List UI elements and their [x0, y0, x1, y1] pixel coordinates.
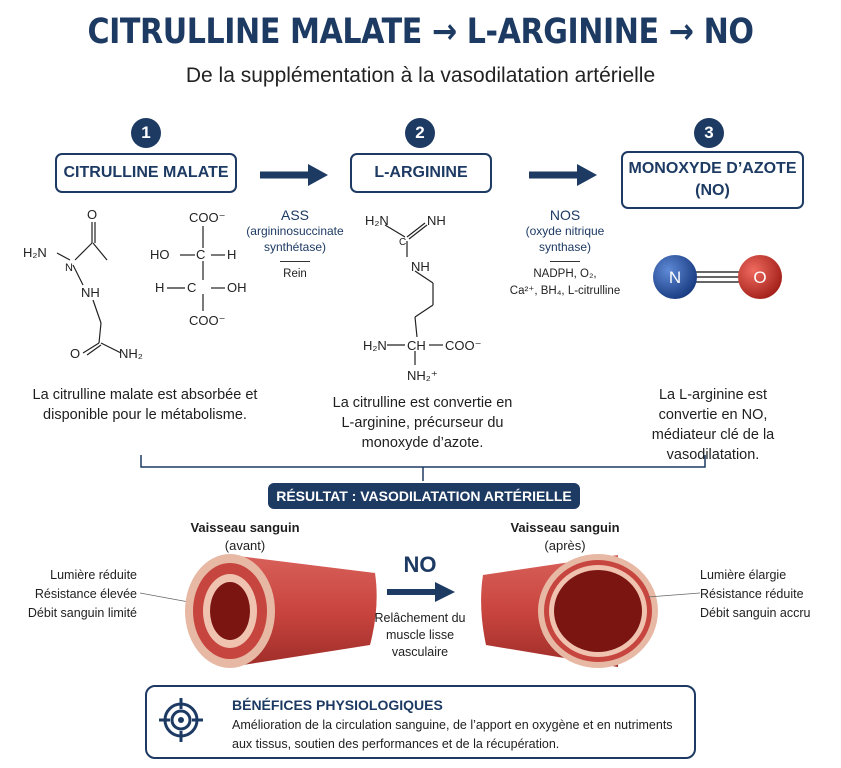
divider: [280, 261, 310, 262]
svg-text:NH₂⁺: NH₂⁺: [407, 368, 438, 383]
svg-text:CH: CH: [407, 338, 426, 353]
svg-text:O: O: [70, 346, 80, 361]
effect-item: Débit sanguin accru: [700, 606, 811, 620]
step-label-line1: MONOXYDE D’AZOTE: [628, 160, 797, 177]
arrow-right-icon: [529, 164, 597, 186]
effect-item: Débit sanguin limité: [27, 606, 137, 620]
svg-text:O: O: [87, 207, 97, 222]
vessel-before-icon: [140, 554, 377, 668]
enzyme-cofactors-line1: NADPH, O₂,: [533, 268, 597, 280]
svg-text:NH: NH: [411, 259, 430, 274]
enzyme-full-name-line2: synthase): [538, 240, 592, 254]
after-effects: Lumière élargie Résistance réduite Débit…: [700, 566, 835, 623]
step-number-1: 1: [131, 118, 161, 148]
mechanism-text: Relâchement du muscle lisse vasculaire: [355, 610, 485, 661]
svg-text:OH: OH: [227, 280, 247, 295]
svg-text:H: H: [155, 280, 164, 295]
vessel-before-label: Vaisseau sanguin (avant): [180, 519, 310, 555]
mechanism-line: muscle lisse: [385, 628, 455, 642]
svg-text:C: C: [187, 280, 196, 295]
vessel-title: Vaisseau sanguin: [510, 520, 620, 535]
step-description-2: La citrulline est convertie en L-arginin…: [332, 395, 513, 451]
enzyme-name: NOS: [549, 207, 581, 223]
enzyme-full-name-line1: (argininosuccinate: [246, 224, 344, 238]
target-icon: [159, 698, 203, 742]
malate-structure-icon: COO⁻ HO C H H C OH COO⁻: [150, 210, 247, 328]
vessel-state: (avant): [224, 538, 266, 553]
effect-item: Résistance réduite: [700, 587, 804, 601]
svg-text:H₂N: H₂N: [365, 213, 389, 228]
benefits-title: BÉNÉFICES PHYSIOLOGIQUES: [232, 697, 443, 713]
vessel-after-icon: [481, 554, 701, 668]
arrow-right-icon: [260, 164, 328, 186]
svg-text:C: C: [399, 237, 406, 248]
svg-text:H: H: [227, 247, 236, 262]
benefits-text: Amélioration de la circulation sanguine,…: [232, 718, 673, 751]
step-box-l-arginine: L-ARGININE: [350, 153, 492, 193]
enzyme-cofactors-line2: Ca²⁺, BH₄, L-citrulline: [509, 285, 621, 297]
svg-text:HO: HO: [150, 247, 170, 262]
step-number-3: 3: [694, 118, 724, 148]
page-subtitle: De la supplémentation à la vasodilatatio…: [185, 64, 656, 87]
enzyme-full-name-line2: synthétase): [263, 240, 327, 254]
citrulline-structure-icon: H₂N N O NH O NH₂: [23, 207, 143, 361]
step-label: L-ARGININE: [374, 164, 468, 181]
svg-text:NH₂: NH₂: [119, 346, 143, 361]
svg-text:H₂N: H₂N: [23, 245, 47, 260]
step-label: CITRULLINE MALATE: [63, 164, 229, 181]
page-title: CITRULLINE MALATE → L-ARGININE → NO: [87, 12, 754, 52]
svg-text:NH: NH: [81, 285, 100, 300]
step-label-line2: (NO): [695, 182, 730, 199]
svg-text:NH: NH: [427, 213, 446, 228]
svg-text:COO⁻: COO⁻: [189, 313, 225, 328]
svg-text:H₂N: H₂N: [363, 338, 387, 353]
svg-text:N: N: [65, 262, 73, 274]
result-bracket: [140, 455, 706, 481]
enzyme-full-name-line1: (oxyde nitrique: [525, 224, 605, 238]
svg-text:COO⁻: COO⁻: [445, 338, 481, 353]
step-box-nitric-oxide: MONOXYDE D’AZOTE (NO): [621, 151, 804, 209]
arrow-right-icon: [387, 582, 455, 602]
benefits-panel: [145, 685, 696, 759]
vessel-after-label: Vaisseau sanguin (après): [500, 519, 630, 555]
nitric-oxide-molecule-icon: N O: [653, 255, 782, 299]
mechanism-line: Relâchement du: [374, 611, 466, 625]
vessel-state: (après): [544, 538, 586, 553]
effect-item: Résistance élevée: [34, 587, 137, 601]
result-banner: RÉSULTAT : VASODILATATION ARTÉRIELLE: [268, 483, 580, 509]
effect-item: Lumière réduite: [50, 568, 137, 582]
svg-text:COO⁻: COO⁻: [189, 210, 225, 225]
no-agent-label: NO: [403, 552, 437, 577]
enzyme-location: Rein: [283, 268, 307, 280]
enzyme-ass: ASS (argininosuccinate synthétase) Rein: [225, 207, 365, 283]
atom-o: O: [753, 268, 766, 287]
step-description-3: La L-arginine est convertie en NO, média…: [651, 387, 775, 463]
svg-text:C: C: [196, 247, 205, 262]
vessel-title: Vaisseau sanguin: [190, 520, 300, 535]
divider: [550, 261, 580, 262]
atom-n: N: [669, 268, 681, 287]
enzyme-nos: NOS (oxyde nitrique synthase) NADPH, O₂,…: [495, 207, 635, 300]
before-effects: Lumière réduite Résistance élevée Débit …: [20, 566, 137, 623]
step-box-citrulline-malate: CITRULLINE MALATE: [55, 153, 237, 193]
effect-item: Lumière élargie: [700, 568, 787, 582]
step-description-1: La citrulline malate est absorbée et dis…: [32, 387, 258, 423]
step-number-2: 2: [405, 118, 435, 148]
mechanism-line: vasculaire: [391, 645, 449, 659]
enzyme-name: ASS: [280, 207, 309, 223]
arginine-structure-icon: H₂N NH C NH H₂N CH COO⁻ NH₂⁺: [363, 213, 481, 383]
